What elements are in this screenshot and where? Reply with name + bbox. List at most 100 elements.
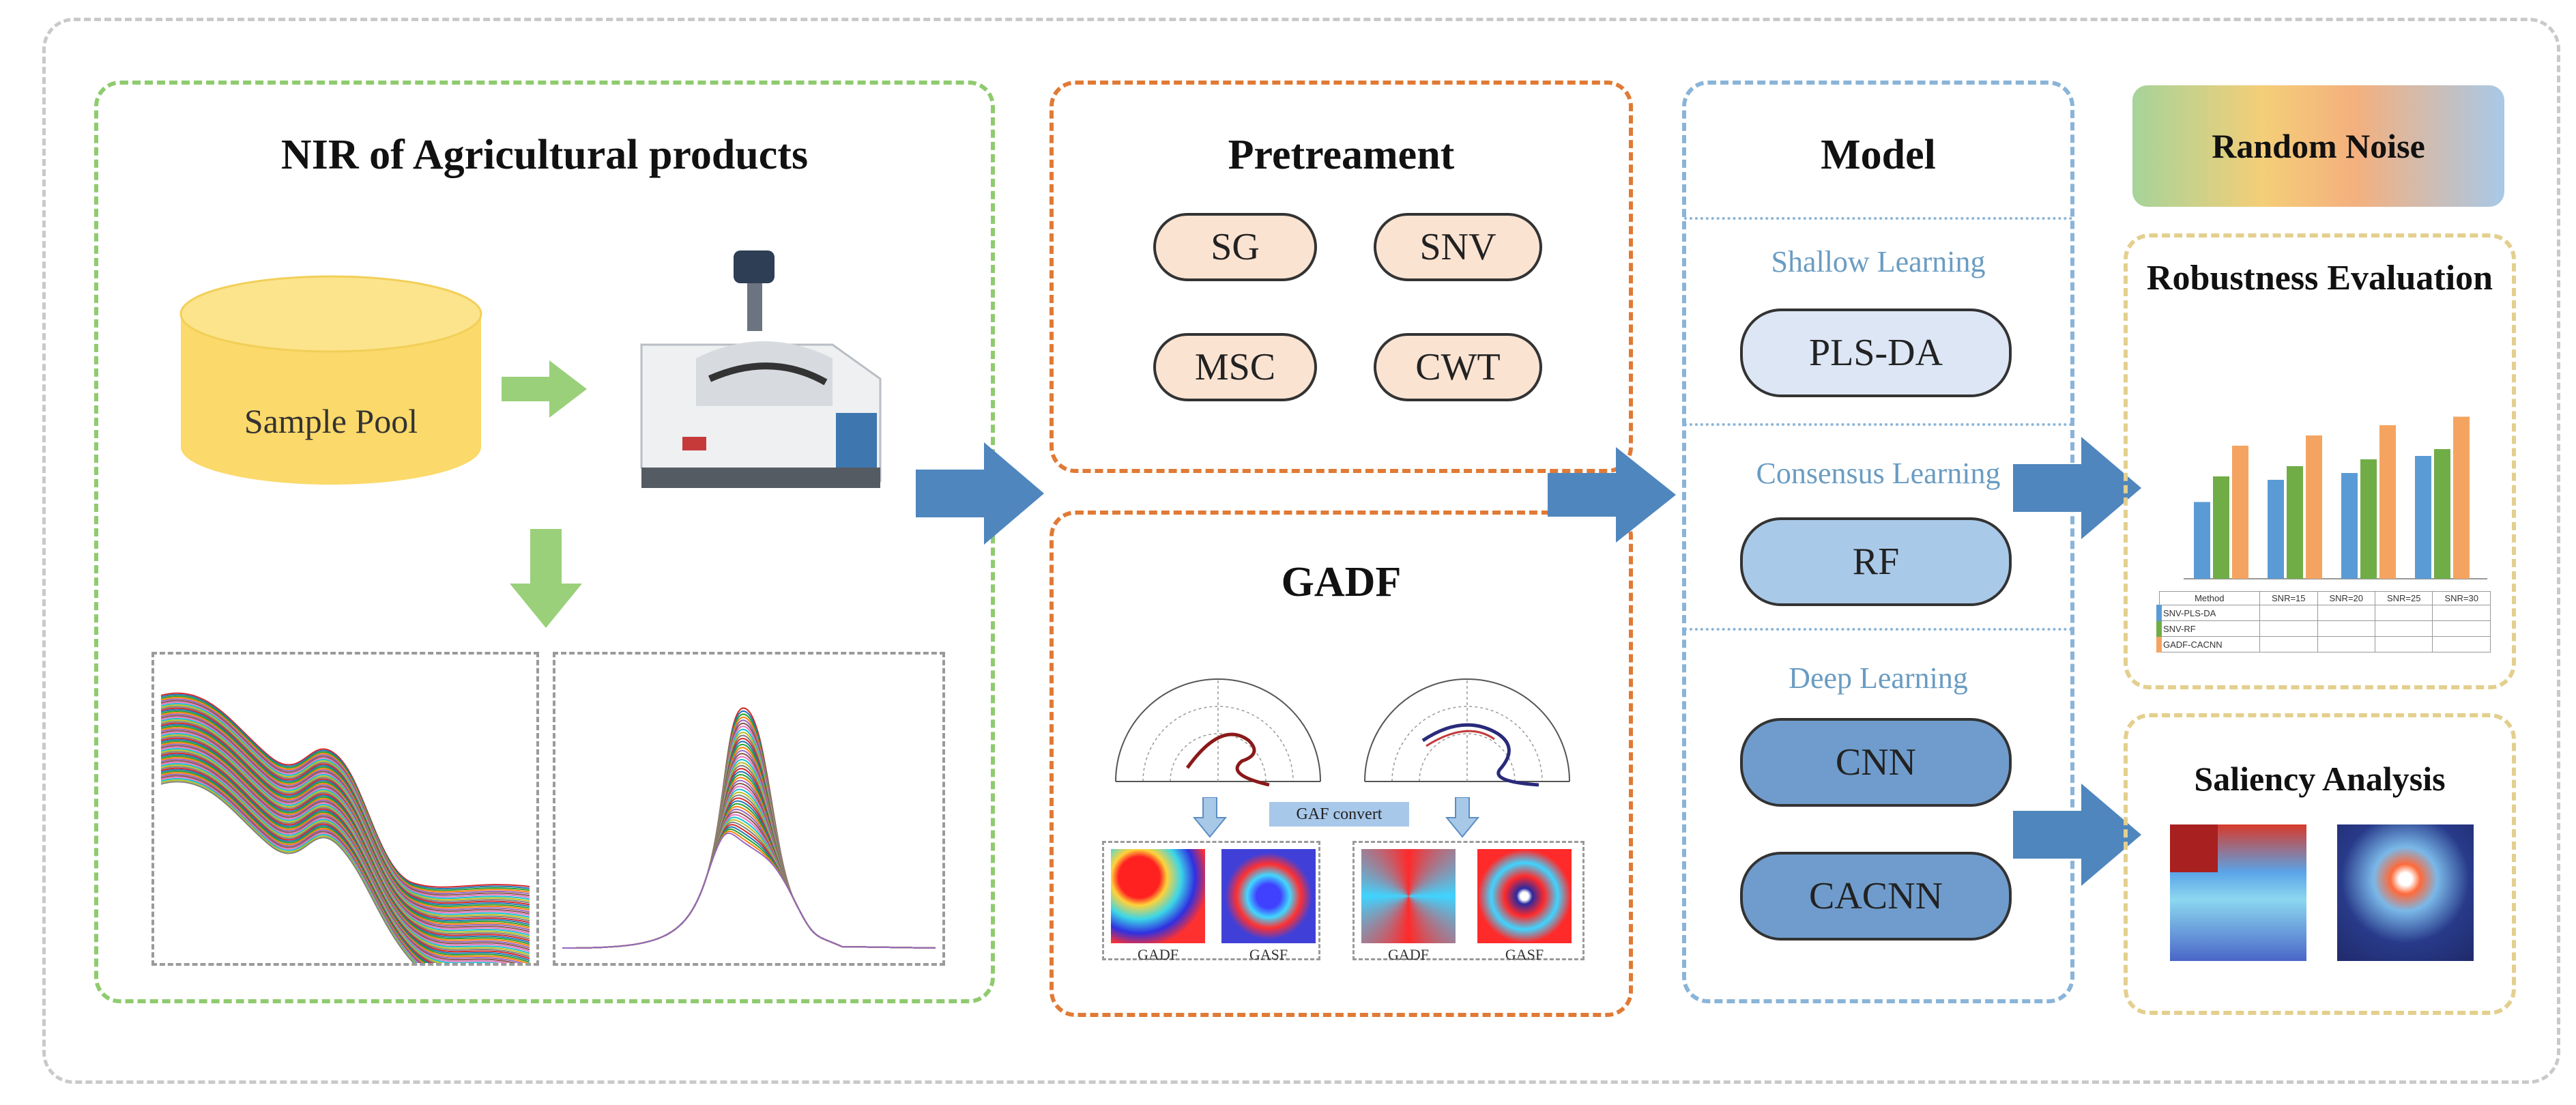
convert-arrow-left-icon [1193,797,1227,838]
arrow-right-icon [502,360,587,418]
outer-frame [42,18,2560,1084]
processed-spectrum-line [562,788,936,949]
robustness-bar [2213,476,2229,579]
polar-plot-left [1115,678,1321,787]
panel-robustness [2124,233,2516,689]
heatmap-group-left [1102,841,1320,960]
table-cell [2432,636,2491,652]
raw-spectrum-line [160,721,530,922]
flow-arrow-icon-3 [2013,437,2141,539]
raw-spectrum-line [160,732,530,936]
raw-spectra-plot [151,652,539,994]
table-row-label: GADF-CACNN [2156,636,2261,652]
processed-spectrum-line [562,811,936,949]
flow-arrow-icon [916,442,1044,545]
table-row-label: SNV-RF [2156,620,2261,637]
table-header-cell: SNR=20 [2317,591,2376,605]
table-cell [2374,636,2433,652]
raw-spectrum-line [160,755,530,963]
model-pls-da: PLS-DA [1740,308,2012,397]
robustness-bar [2453,416,2470,579]
heatmap-label-1: GADF [1138,946,1178,963]
heatmap-label-4: GASF [1505,946,1544,963]
polar-plot-right [1364,678,1570,787]
flow-arrow-icon-4 [2013,784,2141,886]
raw-spectrum-line [160,710,530,909]
processed-spectrum-line [562,747,936,949]
robustness-bar [2194,502,2210,579]
gasf-heatmap-2 [1477,849,1572,943]
section-consensus-label: Consensus Learning [1756,457,2001,490]
method-sg: SG [1153,213,1317,281]
raw-spectrum-line [160,723,530,925]
section-deep-label: Deep Learning [1789,661,1968,695]
processed-spectrum-line [562,830,936,949]
raw-spectrum-line [160,751,530,958]
table-cell [2259,636,2318,652]
robustness-bar [2415,456,2431,579]
raw-spectrum-line [160,713,530,913]
sample-pool-label: Sample Pool [244,402,418,440]
raw-spectrum-line [160,702,530,900]
raw-spectrum-line [160,728,530,931]
raw-spectra-lines [160,692,530,994]
random-noise-banner: Random Noise [2132,85,2504,207]
raw-spectrum-line [160,754,530,962]
table-row: GADF-CACNN [2156,636,2491,652]
raw-spectrum-line [160,704,530,902]
panel-nir-title: NIR of Agricultural products [280,132,809,178]
table-cell [2317,620,2376,637]
processed-spectrum-line [562,800,936,949]
panel-gadf [1050,511,1633,1017]
table-cell [2259,620,2318,637]
table-cell [2432,605,2491,621]
model-cnn: CNN [1740,718,2012,807]
processed-spectrum-line [562,771,936,949]
raw-spectrum-line [160,762,530,973]
raw-spectrum-line [160,700,530,897]
raw-spectrum-line [160,730,530,932]
model-cacnn: CACNN [1740,852,2012,941]
raw-spectrum-line [160,727,530,929]
raw-spectrum-line [160,758,530,967]
raw-spectrum-line [160,749,530,956]
raw-spectrum-line [160,757,530,965]
raw-spectrum-line [160,740,530,945]
processed-spectrum-line [562,786,936,949]
method-snv: SNV [1374,213,1542,281]
table-row-label: SNV-PLS-DA [2156,605,2261,621]
panel-pretreatment [1050,81,1633,473]
raw-spectrum-line [160,692,530,888]
raw-spectrum-line [160,716,530,917]
raw-spectrum-line [160,742,530,947]
raw-spectrum-line [160,712,530,911]
robustness-bar [2306,435,2322,579]
robustness-title: Robustness Evaluation [2146,259,2493,298]
raw-spectrum-line [160,745,530,951]
processed-spectrum-line [562,783,936,949]
processed-spectrum-line [562,728,936,949]
method-cwt: CWT [1374,333,1542,401]
divider-2 [1684,423,2072,426]
raw-spectrum-line [160,719,530,920]
raw-spectrum-line [160,715,530,915]
table-header-cell: SNR=15 [2259,591,2318,605]
table-row: SNV-PLS-DA [2156,605,2491,621]
processed-spectra-lines [562,707,936,949]
raw-spectrum-line [160,736,530,940]
robustness-bar [2287,466,2303,579]
raw-spectrum-line [160,731,530,934]
method-msc: MSC [1153,333,1317,401]
robustness-bar-chart [2184,416,2487,579]
panel-saliency [2124,713,2516,1015]
raw-spectrum-line [160,706,530,904]
heatmap-label-3: GADF [1388,946,1429,963]
table-cell [2374,605,2433,621]
gadf-heatmap-2 [1361,849,1456,943]
arrow-down-icon [510,529,582,628]
table-cell [2432,620,2491,637]
robustness-bar [2434,449,2450,579]
